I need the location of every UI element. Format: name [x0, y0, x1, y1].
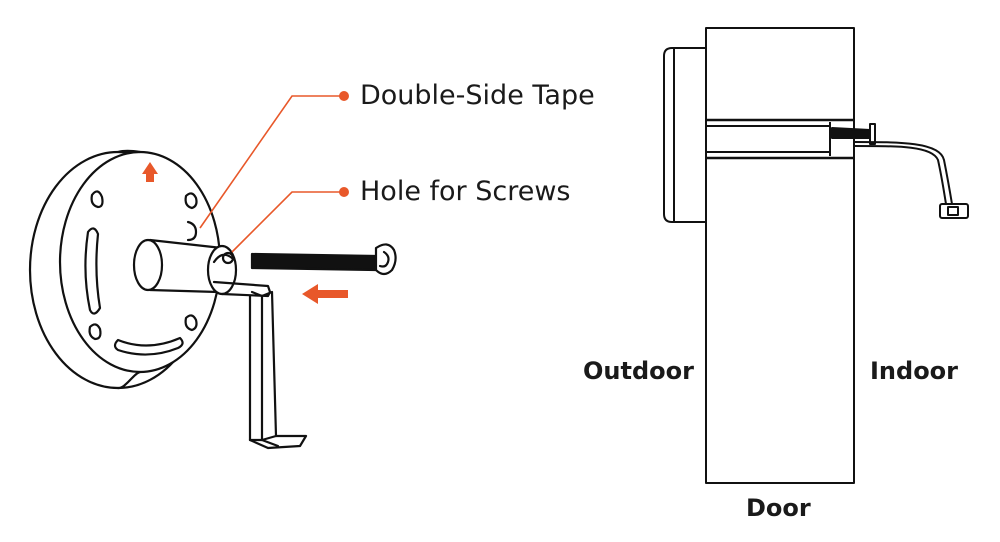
screw-drawing	[250, 243, 397, 276]
double-side-tape-label: Double-Side Tape	[360, 80, 595, 111]
outdoor-label: Outdoor	[583, 357, 694, 385]
left-arrow-icon	[302, 284, 348, 304]
direction-arrows	[142, 162, 348, 304]
tape-callout-dot	[339, 91, 349, 101]
door-section-drawing	[663, 27, 969, 484]
camera-mount-drawing	[28, 149, 397, 450]
hole-for-screws-label: Hole for Screws	[360, 176, 571, 207]
callout-lines	[199, 95, 344, 253]
indoor-label: Indoor	[870, 357, 959, 385]
door-label: Door	[746, 494, 811, 522]
screws-callout-dot	[339, 187, 349, 197]
up-arrow-icon	[142, 162, 158, 182]
